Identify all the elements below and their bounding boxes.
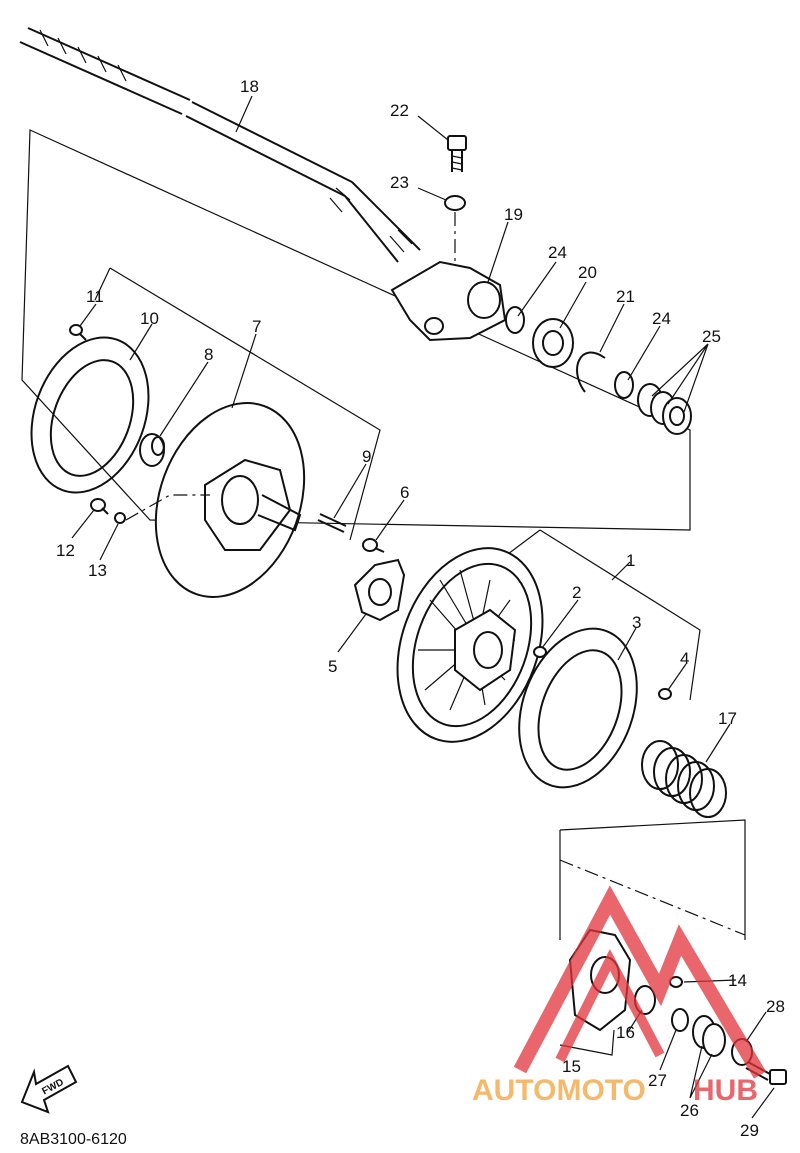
callout-2: 2 — [572, 583, 581, 602]
bearing-20 — [532, 318, 574, 368]
callout-24b: 24 — [652, 309, 671, 328]
watermark-text-1: AUTOMOTO — [472, 1074, 646, 1107]
bolt-29 — [745, 1061, 787, 1085]
callout-18: 18 — [240, 77, 259, 96]
bolt-12 — [90, 498, 109, 515]
pin-9 — [317, 513, 347, 533]
callout-29: 29 — [740, 1121, 759, 1140]
callout-8: 8 — [204, 345, 213, 364]
cam-group-frame — [559, 819, 746, 940]
screw-2 — [533, 646, 547, 658]
diagram-code: 8AB3100-6120 — [20, 1131, 127, 1148]
callout-28: 28 — [766, 997, 785, 1016]
bearing-bracket — [390, 260, 507, 342]
callout-1: 1 — [626, 551, 635, 570]
collar-27 — [671, 1008, 689, 1032]
callout-12: 12 — [56, 541, 75, 560]
callout-3: 3 — [632, 613, 641, 632]
bushing-8 — [139, 433, 165, 467]
sliding-sheave-7 — [154, 402, 306, 598]
fwd-arrow: FWD — [20, 1064, 78, 1114]
liner-3 — [518, 627, 638, 789]
watermark-text-2: HUB — [693, 1074, 758, 1107]
bolt-6 — [362, 538, 385, 553]
fixed-sheave-1 — [396, 547, 544, 743]
callout-13: 13 — [88, 561, 107, 580]
callout-14: 14 — [728, 971, 747, 990]
callout-7: 7 — [252, 317, 261, 336]
callout-6: 6 — [400, 483, 409, 502]
gasket-5 — [353, 558, 406, 622]
callout-5: 5 — [328, 657, 337, 676]
callout-26: 26 — [680, 1101, 699, 1120]
automotohub-watermark: AUTOMOTO HUB — [472, 885, 767, 1107]
screw-11 — [69, 324, 87, 341]
circlip-24a — [505, 306, 525, 334]
callout-17: 17 — [718, 709, 737, 728]
sheave-group-frame — [94, 267, 381, 541]
spacers-25 — [637, 383, 692, 435]
leader-lines — [71, 95, 775, 1119]
callout-22: 22 — [390, 101, 409, 120]
callout-21: 21 — [616, 287, 635, 306]
callout-15: 15 — [562, 1057, 581, 1076]
callout-23: 23 — [390, 173, 409, 192]
circlip-24b — [614, 371, 634, 399]
callout-20: 20 — [578, 263, 597, 282]
callout-24a: 24 — [548, 243, 567, 262]
spring-17 — [641, 740, 727, 818]
callout-25: 25 — [702, 327, 721, 346]
washer-13 — [114, 512, 126, 524]
callout-9: 9 — [362, 447, 371, 466]
screw-4 — [658, 688, 672, 700]
clip-21 — [576, 351, 606, 393]
bolt-22 — [447, 135, 467, 172]
upper-group-frame — [21, 129, 691, 531]
washer-23 — [444, 195, 466, 211]
liner-10 — [30, 336, 150, 494]
callout-27: 27 — [648, 1071, 667, 1090]
callout-19: 19 — [504, 205, 523, 224]
callout-4: 4 — [680, 649, 689, 668]
callout-16: 16 — [616, 1023, 635, 1042]
callout-labels: 1 2 3 4 5 6 7 8 9 10 11 12 13 14 15 16 1… — [56, 77, 785, 1140]
callout-11: 11 — [86, 287, 104, 306]
drive-shaft — [19, 27, 421, 263]
washers-26 — [692, 1015, 726, 1057]
callout-10: 10 — [140, 309, 159, 328]
